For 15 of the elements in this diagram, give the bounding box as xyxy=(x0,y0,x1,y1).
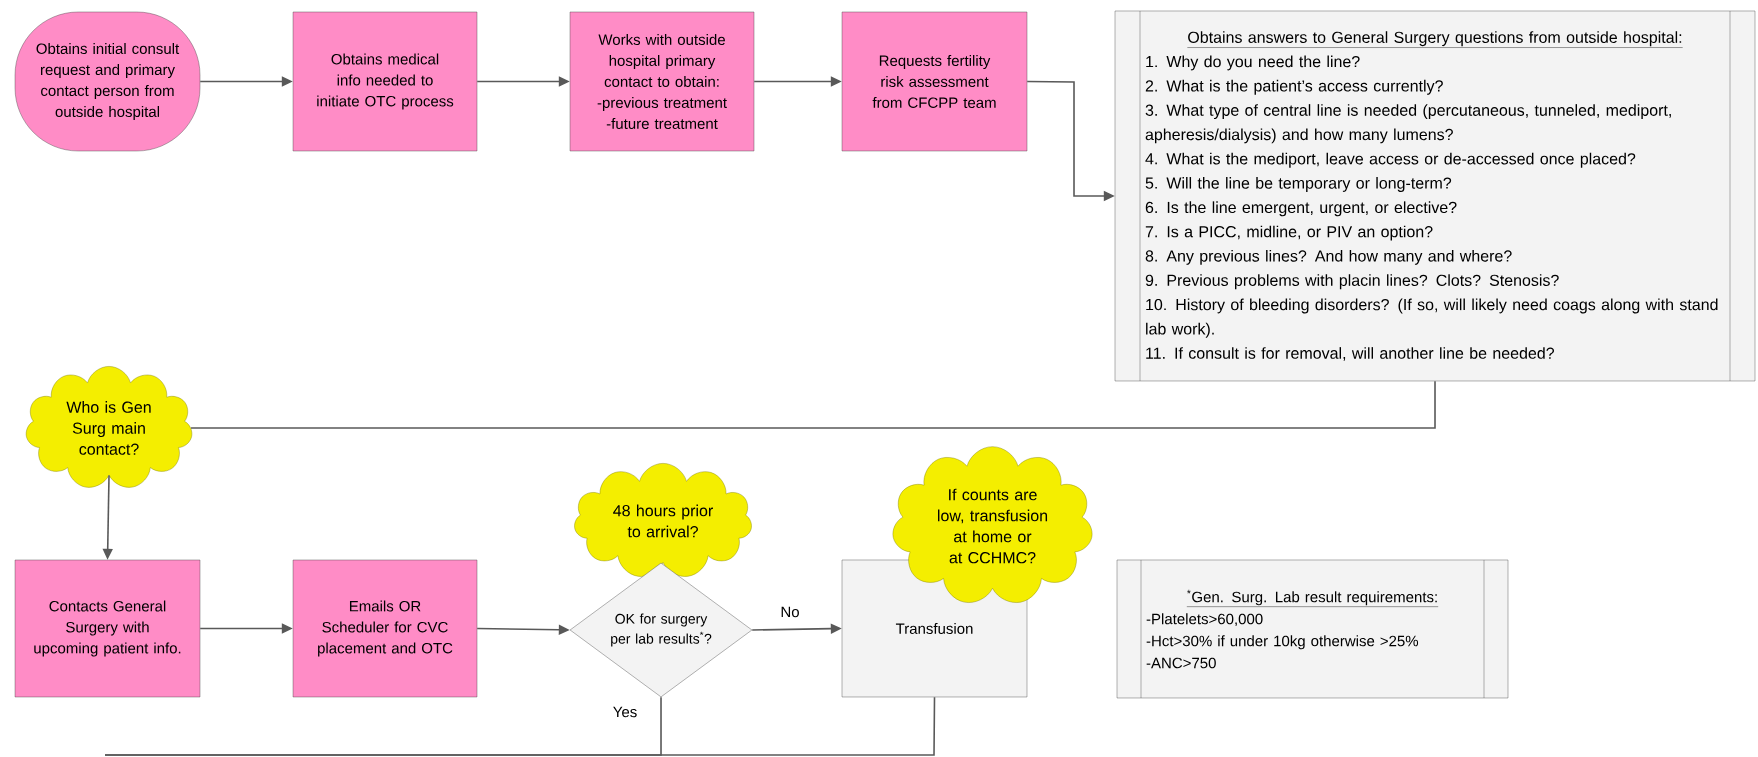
connector-line xyxy=(104,696,936,756)
callout-cloud: Who is Gen Surg main contact? xyxy=(25,366,193,488)
edge-label: No xyxy=(779,605,801,619)
predefined-process-box: Obtains answers to General Surgery questions from outside hospital: 1. Why do you need the line? 2. What is the patient’s access currently? 3. What type of central line is needed (percutaneous, tunneled, mediport, apheresis/dialysis) and how many lumens? 4. What is the mediport, leave access or de-accessed once placed? 5. Will the line be temporary or long-term? 6. Is the line emergent, urgent, or elective? 7. Is a PICC, midline, or PIV an option? 8. Any previous lines? And how many and where? 9. Previous problems with placin lines? Clots? Stenosis? 10. History of bleeding disorders? (If so, will likely need coags along with stand lab work). 11. If consult is for removal, will another line be needed? xyxy=(1114,10,1756,382)
edge-label: Yes xyxy=(611,705,639,719)
process-box: Requests fertility risk assessment from CFCPP team xyxy=(841,11,1028,152)
process-box: Contacts General Surgery with upcoming patient info. xyxy=(14,559,201,698)
predefined-process-box: $^{*}$Gen. Surg. Lab result requirements: -Platelets>60,000 -Hct>30% if under 10kg otherwise >25% -ANC>750 xyxy=(1116,559,1509,699)
connector-line xyxy=(190,380,1436,429)
callout-cloud: 48 hours prior to arrival? xyxy=(574,463,752,577)
process-box: Works with outside hospital primary contact to obtain: -previous treatment -future treatment xyxy=(569,11,755,152)
process-box: Emails OR Scheduler for CVC placement and OTC xyxy=(292,559,478,698)
rounded-process-box: Obtains initial consult request and primary contact person from outside hospital xyxy=(14,11,201,152)
process-box: Obtains medical info needed to initiate OTC process xyxy=(292,11,478,152)
callout-cloud: If counts are low, transfusion at home or at CCHMC? xyxy=(892,446,1093,603)
